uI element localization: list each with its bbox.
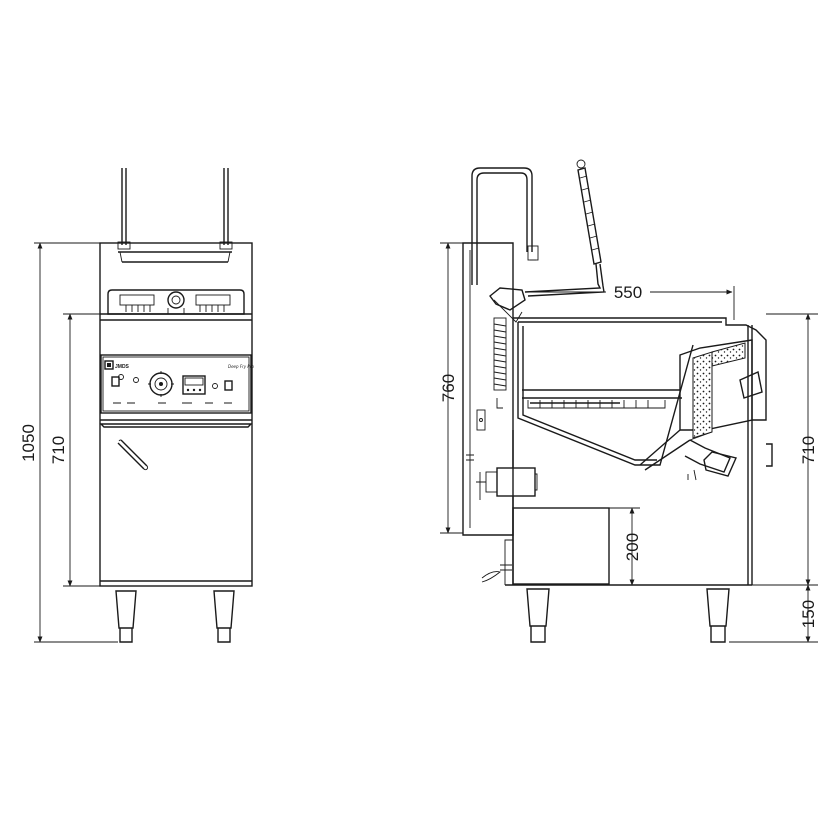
lift-frame xyxy=(471,167,539,285)
control-panel: JMDS Deep Fry Pro xyxy=(100,354,254,414)
dim-label-150: 150 xyxy=(799,600,818,628)
dim-label-200: 200 xyxy=(623,533,642,561)
dim-label-550: 550 xyxy=(614,283,642,302)
dim-label-1050: 1050 xyxy=(19,424,38,462)
indicator-light xyxy=(133,377,139,383)
dim-side-depth: 550 xyxy=(528,282,735,320)
power-switch[interactable] xyxy=(111,376,120,387)
spring-column xyxy=(466,317,507,461)
front-fryer-top xyxy=(100,289,252,321)
dim-front-body: 710 xyxy=(49,313,100,587)
dim-label-710-side: 710 xyxy=(799,436,818,464)
dim-side-tank: 200 xyxy=(609,507,642,586)
front-cabinet-outline xyxy=(99,242,253,587)
dim-label-760: 760 xyxy=(439,374,458,402)
panel-script-label: Deep Fry Pro xyxy=(228,364,254,369)
front-view: JMDS Deep Fry Pro xyxy=(19,168,254,643)
front-door xyxy=(99,419,253,587)
basket-lifting-arm xyxy=(489,159,605,323)
oil-tank xyxy=(512,507,610,585)
pump-switch[interactable] xyxy=(224,380,233,391)
indicator-light xyxy=(212,383,218,389)
indicator-light xyxy=(118,374,124,380)
brand-label: JMDS xyxy=(115,364,130,370)
side-lower-cabinet xyxy=(481,430,752,586)
side-motor xyxy=(476,467,538,500)
basket-handles xyxy=(117,168,233,263)
dim-side-body: 760 xyxy=(439,242,463,534)
dim-front-total: 1050 xyxy=(19,242,118,643)
dim-side-right: 710 xyxy=(752,313,818,586)
side-body xyxy=(513,317,773,585)
side-view: 550 xyxy=(439,159,818,643)
front-legs xyxy=(115,590,235,643)
dim-side-legs: 150 xyxy=(729,584,818,643)
side-legs xyxy=(526,588,730,643)
dim-label-710-front: 710 xyxy=(49,436,68,464)
